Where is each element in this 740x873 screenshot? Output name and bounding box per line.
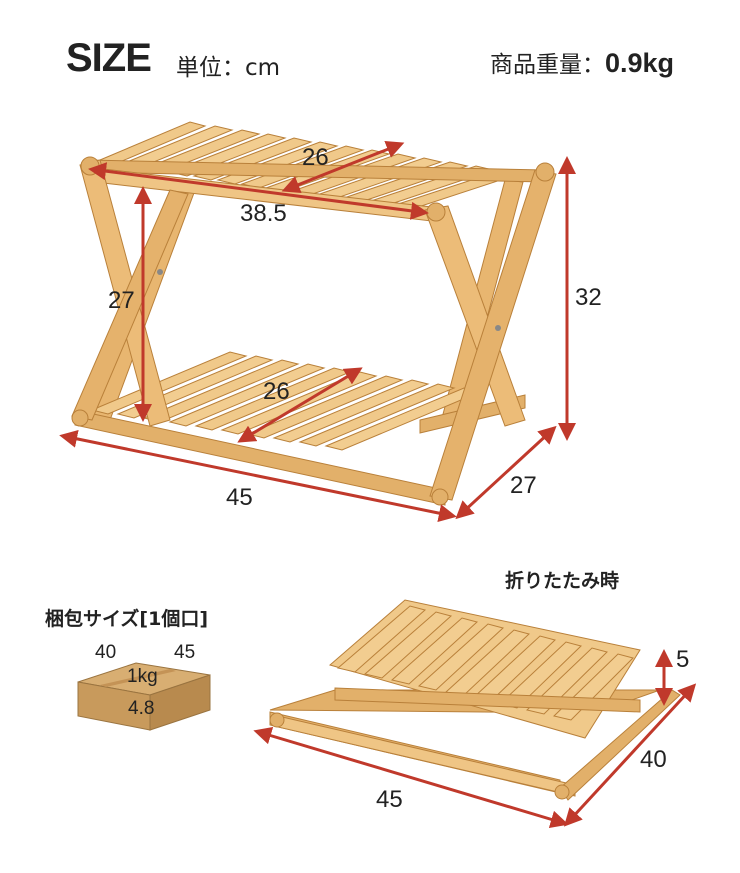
package-width: 40 (95, 642, 117, 663)
package-box (77, 662, 211, 731)
package-size-title: 梱包サイズ[1個口] (45, 608, 209, 630)
folded-depth: 40 (640, 746, 667, 773)
folded-dimension-lines (253, 649, 697, 829)
package-weight: 1kg (127, 666, 158, 687)
folded-title: 折りたたみ時 (505, 570, 620, 592)
dim-total-height: 32 (575, 284, 602, 311)
dim-inner-height: 27 (108, 287, 135, 314)
folded-width: 45 (376, 786, 403, 813)
folded-thickness: 5 (676, 646, 690, 673)
weight-value: 0.9kg (605, 48, 675, 78)
weight-label: 商品重量： (490, 52, 605, 78)
package-height: 4.8 (128, 698, 155, 719)
dim-bottom-depth: 26 (263, 378, 290, 405)
dim-total-width: 45 (226, 484, 253, 511)
dim-top-depth: 26 (302, 144, 329, 171)
size-title: SIZE (66, 36, 152, 80)
unit-label: 単位：cm (176, 55, 281, 81)
dim-total-depth: 27 (510, 472, 537, 499)
product-weight: 商品重量：0.9kg (490, 45, 674, 79)
dimension-lines (59, 140, 576, 523)
folded-rack (269, 599, 681, 801)
package-length: 45 (174, 642, 196, 663)
dim-top-inner-width: 38.5 (240, 200, 287, 227)
